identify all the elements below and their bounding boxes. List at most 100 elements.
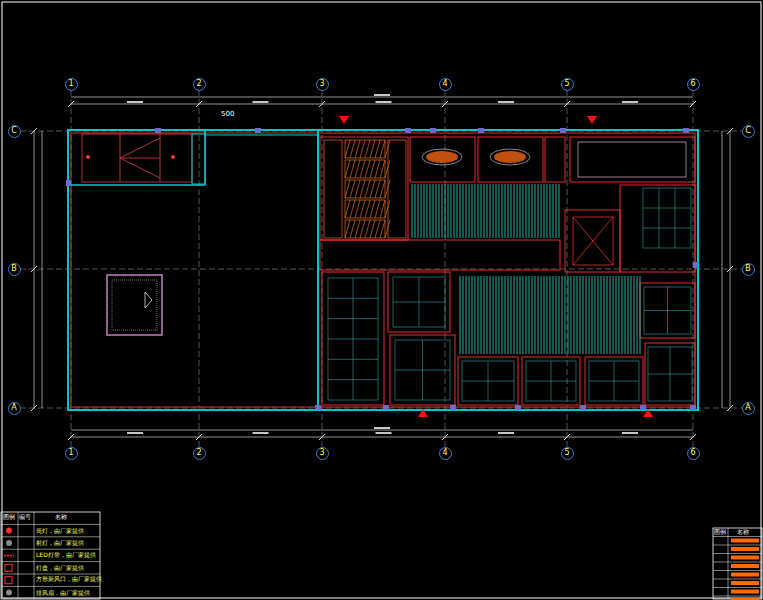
hatch-panel	[388, 140, 406, 238]
ceiling-stripe	[523, 184, 524, 238]
ceiling-stripe	[478, 184, 479, 238]
ceiling-stripe	[496, 184, 497, 238]
ceiling-stripe	[502, 184, 503, 238]
legend-text-mark	[731, 556, 759, 560]
grid-bubble: 2	[193, 447, 206, 460]
grid-label: 2	[196, 449, 201, 457]
grid-label: 2	[196, 80, 201, 88]
dim-tick	[31, 266, 37, 272]
hatch-panel	[345, 180, 385, 198]
hatch-line	[385, 200, 390, 218]
ceiling-stripe	[592, 276, 593, 354]
hatch-line	[375, 180, 380, 198]
hatch-line	[345, 180, 350, 198]
hatch-panel	[345, 200, 385, 218]
grid-bubble: 3	[316, 447, 329, 460]
ceiling-stripe	[505, 184, 506, 238]
grid-bubble: B	[742, 263, 755, 276]
dim-mark	[127, 101, 143, 103]
ceiling-grid	[395, 340, 450, 400]
ceiling-stripe	[559, 276, 560, 354]
dim-mark	[376, 432, 392, 434]
legend-text-mark	[731, 590, 759, 594]
ceiling-stripe	[568, 276, 569, 354]
grid-bubble: C	[742, 125, 755, 138]
ceiling-stripe	[520, 184, 521, 238]
ceiling-stripe	[484, 276, 485, 354]
grid-label: 6	[690, 80, 695, 88]
hatch-line	[365, 160, 370, 178]
grid-line	[328, 298, 378, 299]
ceiling-stripe	[496, 276, 497, 354]
hatch-line	[380, 140, 385, 158]
grid-line	[648, 374, 692, 375]
dim-mark	[376, 101, 392, 103]
hatch-line	[365, 180, 370, 198]
ceiling-stripe	[427, 184, 428, 238]
ceiling-stripe	[556, 276, 557, 354]
grid-label: 3	[319, 449, 324, 457]
ceiling-stripe	[556, 184, 557, 238]
ceiling-stripe	[436, 184, 437, 238]
ceiling-stripe	[589, 276, 590, 354]
ceiling-stripe	[580, 276, 581, 354]
dim-tick	[690, 434, 696, 440]
grid-bubble: 5	[561, 447, 574, 460]
ceiling-stripe	[601, 276, 602, 354]
table-rule	[1, 586, 100, 587]
ceiling-stripe	[526, 184, 527, 238]
dim-tick	[727, 266, 733, 272]
hatch-line	[355, 180, 360, 198]
grid-line	[328, 359, 378, 360]
legend-text-mark	[731, 564, 759, 568]
ceiling-stripe	[505, 276, 506, 354]
ceiling-stripe	[571, 276, 572, 354]
table-header: 图例	[714, 530, 726, 536]
ceiling-stripe	[583, 276, 584, 354]
table-rule	[1, 524, 100, 525]
dim-tick	[564, 101, 570, 107]
hatch-line	[370, 200, 375, 218]
grid-bubble: 6	[687, 78, 700, 91]
ceiling-stripe	[487, 184, 488, 238]
grid-bubble: A	[742, 402, 755, 415]
ceiling-stripe	[463, 184, 464, 238]
ceiling-stripe	[499, 276, 500, 354]
table-rule	[1, 561, 100, 562]
hatch-panel	[324, 140, 342, 238]
ceiling-stripe	[640, 276, 641, 354]
ceiling-stripe	[511, 184, 512, 238]
ceiling-stripe	[565, 276, 566, 354]
ceiling-stripe	[535, 276, 536, 354]
hatch-line	[350, 160, 355, 178]
table-rule	[713, 545, 762, 546]
grid-bubble: 2	[193, 78, 206, 91]
ceiling-stripe	[604, 276, 605, 354]
dim-mark	[127, 432, 143, 434]
legend-symbol	[6, 540, 12, 546]
legend-text-mark	[731, 573, 759, 577]
legend-symbol	[4, 555, 14, 557]
grid-line	[526, 381, 576, 382]
grid-label: 4	[442, 449, 447, 457]
table-rule	[1, 549, 100, 550]
table-rule	[713, 553, 762, 554]
legend-text-mark	[731, 539, 759, 543]
hatch-line	[370, 180, 375, 198]
ceiling-stripe	[469, 276, 470, 354]
legend-text: 方形新风口，由厂家提供	[36, 577, 102, 583]
grid-bubble: 4	[439, 78, 452, 91]
ceiling-stripe	[616, 276, 617, 354]
grid-label: 6	[690, 449, 695, 457]
ceiling-stripe	[469, 184, 470, 238]
grid-line	[328, 318, 378, 319]
dim-mark	[498, 101, 514, 103]
hatch-line	[365, 140, 370, 158]
legend-text: 灯盘，由厂家提供	[36, 565, 84, 571]
legend-text-mark	[731, 581, 759, 585]
dim-tick	[68, 101, 74, 107]
hatch-line	[385, 140, 390, 158]
grid-line	[675, 188, 676, 248]
ceiling-stripe	[511, 276, 512, 354]
